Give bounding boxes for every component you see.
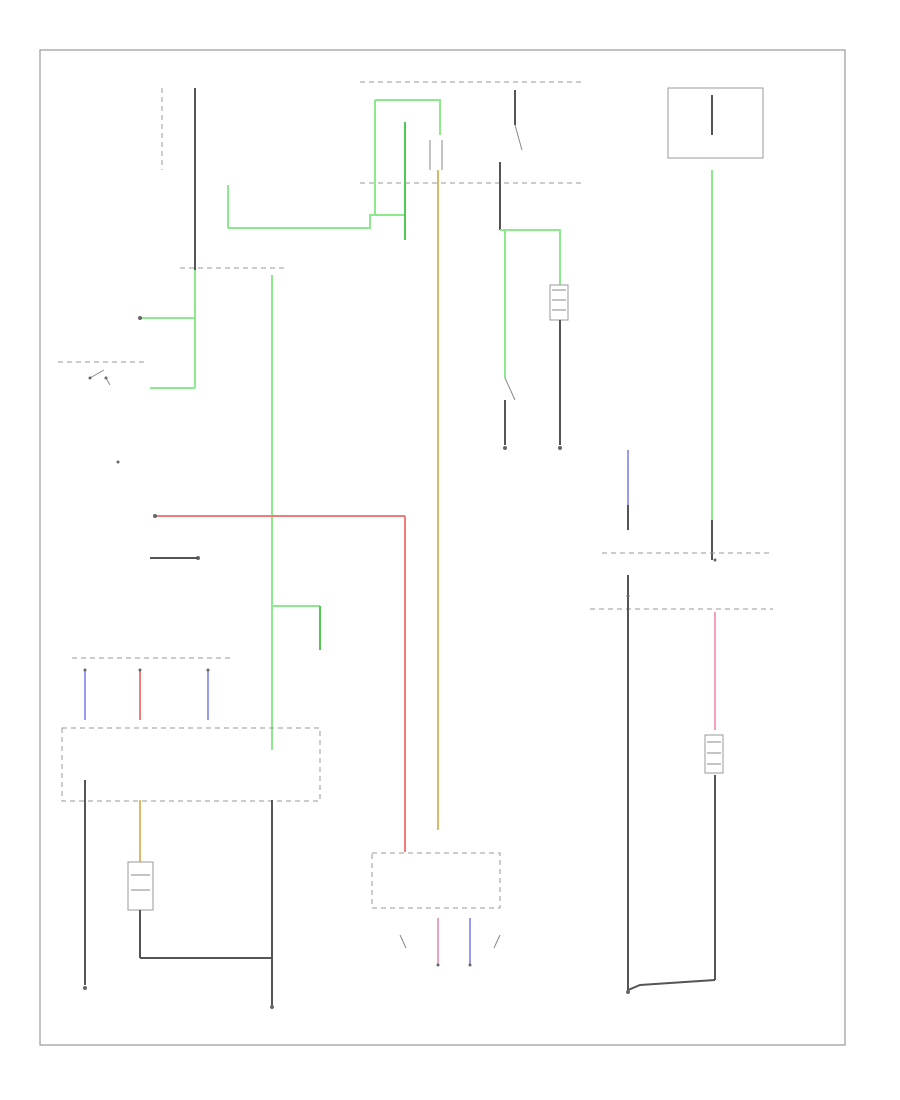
wire-green [500,229,561,285]
ground-icon [626,990,630,994]
switch-symbol [105,377,111,386]
wire-green [375,99,441,135]
connector-dot [138,668,142,672]
connector-dot [468,963,472,967]
ground-icon [270,1005,274,1009]
ground-icon [83,986,87,990]
connector-dot [153,514,157,518]
switch-symbol [493,934,501,949]
connector-dot [206,668,210,672]
diagram-frame [39,49,846,1046]
connector-dot [138,316,142,320]
switch-symbol [514,124,523,151]
control-unit-box [61,727,321,802]
ground-icon [558,446,562,450]
heater-element-icon [704,734,724,774]
connector-dot [713,558,717,562]
wire-black [627,979,716,991]
switch-symbol [89,369,105,379]
connector-dot [116,460,120,464]
heater-element-icon [127,861,154,911]
ground-icon [503,446,507,450]
switch-symbol [399,934,407,949]
connector-dot [83,668,87,672]
control-unit-box [371,852,501,909]
connector-dot [626,594,630,598]
fuse-box [667,87,764,159]
connector-dot [88,376,92,380]
connector-dot [436,963,440,967]
switch-symbol [504,377,516,401]
wire-green [228,214,405,229]
